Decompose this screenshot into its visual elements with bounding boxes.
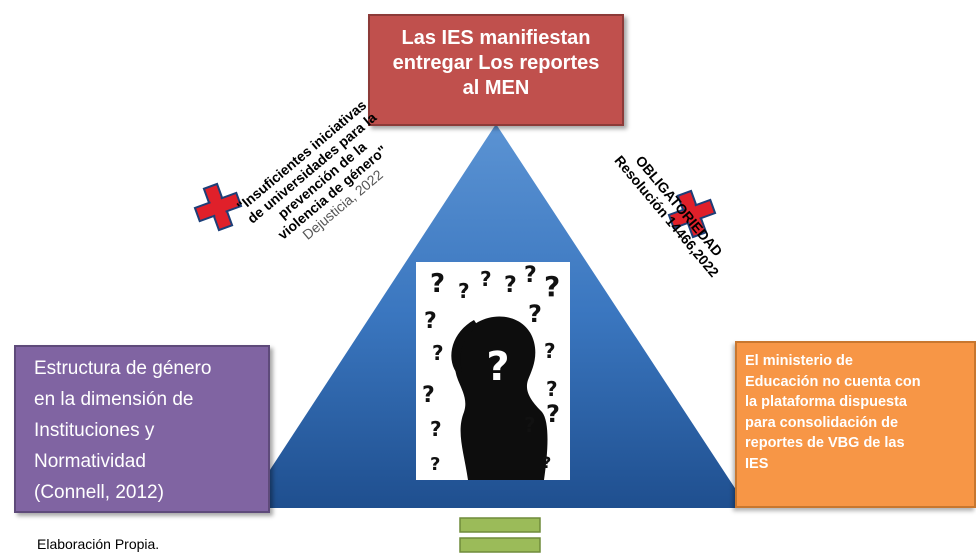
right-box-line: IES	[745, 455, 769, 472]
svg-text:?: ?	[486, 344, 509, 390]
svg-text:?: ?	[524, 263, 537, 288]
left-box-line: Instituciones y	[34, 420, 155, 441]
left-box-line: (Connell, 2012)	[34, 482, 164, 503]
green-equals-icon	[459, 517, 541, 553]
svg-text:?: ?	[432, 341, 444, 365]
svg-text:?: ?	[504, 273, 517, 298]
right-box-ministry-platform: El ministerio de Educación no cuenta con…	[735, 341, 976, 508]
svg-text:?: ?	[430, 417, 442, 441]
top-box-line: entregar Los reportes	[392, 52, 600, 74]
svg-text:?: ?	[430, 269, 445, 299]
left-box-line: en la dimensión de	[34, 389, 194, 410]
svg-text:?: ?	[524, 413, 536, 437]
right-box-line: la plataforma dispuesta	[745, 394, 907, 410]
right-box-line: para consolidación de	[745, 414, 899, 431]
top-box-ies-reports: Las IES manifiestan entregar Los reporte…	[368, 14, 624, 126]
svg-text:?: ?	[458, 279, 470, 303]
left-box-line: Estructura de género	[34, 358, 212, 379]
right-box-line: Educación no cuenta con	[745, 373, 921, 390]
svg-text:?: ?	[480, 267, 492, 291]
red-plus-icon-right	[667, 189, 717, 239]
svg-text:?: ?	[424, 309, 437, 334]
svg-text:?: ?	[422, 383, 435, 408]
svg-text:?: ?	[546, 377, 558, 401]
credit-caption: Elaboración Propia.	[37, 536, 160, 552]
left-box-gender-structure: Estructura de género en la dimensión de …	[14, 345, 270, 513]
svg-text:?: ?	[528, 300, 542, 328]
top-box-line: Las IES manifiestan	[401, 27, 591, 49]
top-box-line: al MEN	[462, 77, 530, 99]
svg-text:?: ?	[430, 454, 440, 475]
left-box-line: Normatividad	[34, 451, 146, 472]
svg-text:?: ?	[546, 400, 560, 428]
svg-text:?: ?	[544, 270, 560, 303]
right-box-line: El ministerio de	[745, 353, 853, 369]
svg-text:?: ?	[544, 339, 556, 363]
woman-silhouette-question-marks-icon: ? ? ? ? ? ? ? ? ? ? ? ? ? ? ? ? ? ?	[416, 262, 570, 480]
red-plus-icon-left	[193, 182, 243, 232]
svg-text:?: ?	[542, 453, 551, 472]
right-box-line: reportes de VBG de las	[745, 435, 905, 451]
